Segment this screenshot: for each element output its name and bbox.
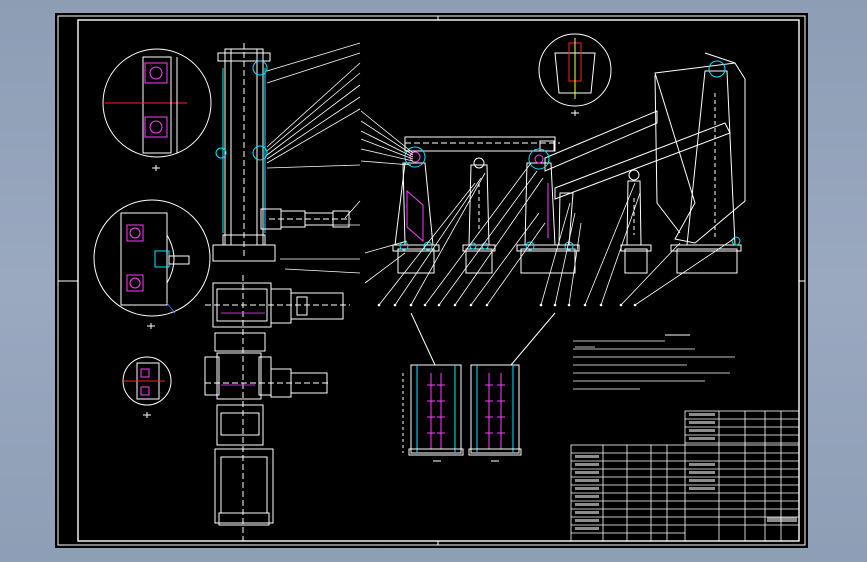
cad-drawing-viewport[interactable]	[55, 13, 808, 548]
upright-2	[462, 157, 496, 274]
plan-view-lower	[204, 275, 350, 541]
cad-drawing-canvas	[57, 15, 806, 546]
detail-view-bearing-middle	[93, 199, 211, 329]
upright-5	[670, 60, 742, 274]
upright-3	[516, 148, 580, 274]
section-view-b	[410, 312, 556, 462]
callout-dots	[377, 303, 637, 307]
tech-notes-block	[573, 334, 735, 390]
top-detail-circle	[538, 33, 612, 116]
title-block-fill-marks	[575, 413, 797, 530]
column-front-view	[212, 43, 351, 262]
upright-1	[392, 146, 440, 274]
upright-4	[620, 169, 652, 274]
column-callout-leaders	[266, 42, 361, 274]
plan-view-hatch	[221, 312, 265, 386]
title-block	[570, 410, 800, 542]
centering-marks	[58, 16, 805, 545]
detail-view-bearing-bottom	[122, 356, 172, 418]
detail-view-bearing-top	[102, 48, 212, 171]
arm-callout-leaders	[360, 110, 736, 306]
section-view-a	[402, 364, 464, 462]
sheet-inner-border	[77, 19, 800, 542]
